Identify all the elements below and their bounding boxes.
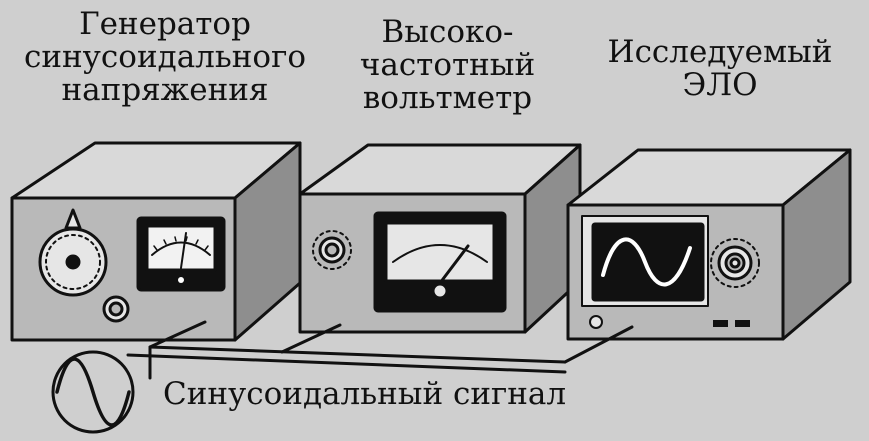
- elo-box: [566, 148, 852, 341]
- generator-label-line-2: синусоидального: [24, 39, 306, 75]
- elo-label: Исследуемый ЭЛО: [600, 36, 840, 102]
- voltmeter-label-line-3: вольтметр: [362, 80, 533, 116]
- generator-label-line-1: Генератор: [79, 6, 251, 42]
- signal-caption: Синусоидальный сигнал: [163, 376, 567, 412]
- wire-elo: [563, 325, 634, 364]
- analog-meter-icon: [136, 216, 226, 292]
- voltmeter-label: Высоко- частотный вольтметр: [335, 16, 560, 115]
- dial-knob-icon: [38, 208, 108, 297]
- elo-knob-icon: [710, 238, 760, 288]
- elo-label-line-1: Исследуемый: [607, 34, 833, 70]
- generator-box: [10, 141, 302, 342]
- sine-wave-icon: [51, 350, 135, 434]
- voltmeter-meter-icon: [373, 211, 507, 313]
- voltmeter-box: [298, 143, 582, 334]
- voltmeter-label-line-1: Высоко-: [381, 14, 514, 50]
- elo-buttons-icon: [713, 320, 750, 327]
- voltmeter-knob-icon: [312, 230, 352, 270]
- generator-label: Генератор синусоидального напряжения: [15, 8, 315, 107]
- voltmeter-label-line-2: частотный: [359, 47, 536, 83]
- generator-label-line-3: напряжения: [61, 72, 269, 108]
- crt-screen-icon: [581, 215, 709, 307]
- elo-label-line-2: ЭЛО: [682, 67, 758, 103]
- wire-return: [126, 353, 567, 374]
- wire-voltmeter: [280, 323, 342, 354]
- signal-wiring: [126, 320, 634, 380]
- elo-small-knob-icon: [589, 315, 603, 329]
- generator-small-knob-icon: [102, 295, 130, 323]
- wire-bus: [148, 345, 567, 364]
